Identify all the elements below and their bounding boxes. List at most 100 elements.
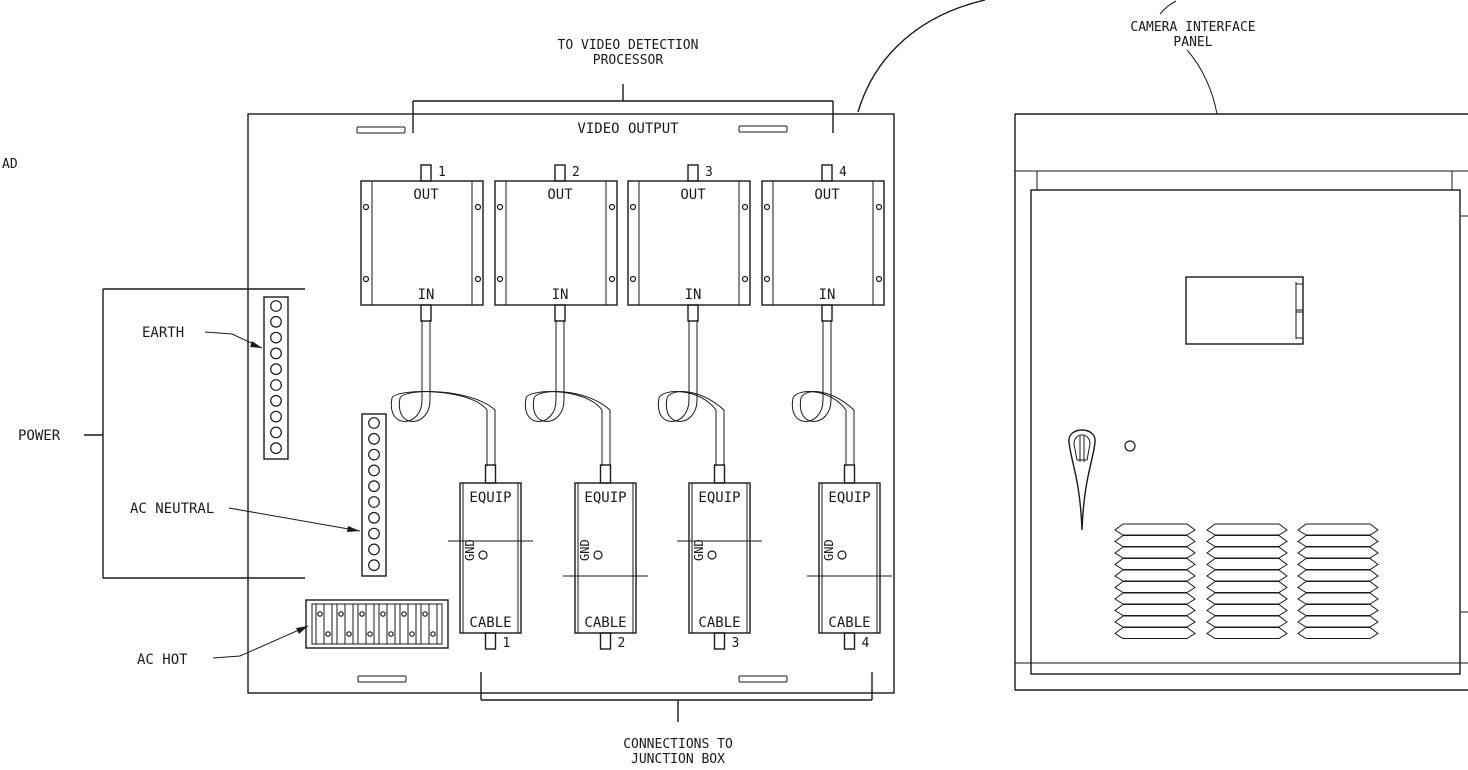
gnd-label: GND bbox=[822, 539, 836, 561]
louver-slat bbox=[1297, 604, 1379, 616]
earth-terminal bbox=[270, 426, 282, 439]
out-label: OUT bbox=[413, 187, 439, 203]
louver-slat bbox=[1297, 581, 1379, 593]
hot-screw bbox=[430, 631, 436, 637]
louver-slat bbox=[1297, 592, 1379, 605]
surge-number: 4 bbox=[862, 636, 870, 651]
louver-slat bbox=[1297, 546, 1379, 559]
louver-group bbox=[1297, 523, 1379, 639]
ac-hot-arrow bbox=[296, 626, 308, 634]
neutral-arrow bbox=[347, 526, 360, 532]
cable-label: CABLE bbox=[584, 615, 626, 631]
ac-hot-terminal-strip bbox=[305, 599, 449, 649]
earth-terminal bbox=[270, 379, 282, 391]
module-number: 2 bbox=[572, 165, 580, 180]
earth-terminal bbox=[270, 410, 282, 423]
camera-panel-label-line1: CAMERA INTERFACE bbox=[1130, 20, 1255, 35]
louver-slat bbox=[1206, 627, 1288, 639]
louver-slat bbox=[1206, 535, 1288, 547]
neutral-bus-bar bbox=[361, 413, 387, 577]
louver-slat bbox=[1297, 535, 1379, 547]
louver-slat bbox=[1206, 569, 1288, 582]
gnd-label: GND bbox=[463, 539, 477, 561]
earth-arrow bbox=[250, 341, 262, 348]
earth-terminal bbox=[270, 331, 282, 344]
louver-slat bbox=[1114, 604, 1196, 616]
mounting-screw bbox=[362, 275, 370, 283]
video-output-label: VIDEO OUTPUT bbox=[577, 121, 679, 137]
mounting-screw bbox=[875, 203, 883, 211]
mounting-screw bbox=[608, 275, 616, 283]
cable-strand bbox=[791, 320, 847, 466]
hot-screw bbox=[388, 631, 394, 637]
ac-neutral-label: AC NEUTRAL bbox=[130, 501, 214, 517]
louver-slat bbox=[1297, 615, 1379, 628]
hot-screw bbox=[359, 611, 365, 617]
louver-slat bbox=[1206, 558, 1288, 570]
cable-connector bbox=[843, 632, 856, 650]
equip-connector bbox=[843, 464, 856, 484]
cabinet-door bbox=[1030, 189, 1461, 675]
ground-screw bbox=[593, 550, 603, 560]
camera-panel-label-line2: PANEL bbox=[1173, 35, 1212, 50]
mounting-screw bbox=[875, 275, 883, 283]
earth-terminals bbox=[270, 300, 282, 455]
mounting-slot bbox=[738, 675, 788, 683]
in-label: IN bbox=[819, 287, 836, 303]
cable-strand bbox=[665, 320, 725, 466]
louver-slat bbox=[1297, 523, 1379, 536]
mounting-screw bbox=[763, 275, 771, 283]
cable-strand bbox=[799, 320, 855, 466]
louver-slat bbox=[1297, 558, 1379, 570]
junction-label-line2: JUNCTION BOX bbox=[631, 752, 725, 767]
hot-screw bbox=[346, 631, 352, 637]
out-connector bbox=[687, 164, 699, 182]
door-lock-hole bbox=[1124, 440, 1136, 452]
neutral-terminal bbox=[368, 496, 380, 508]
cut-off-label: AD bbox=[2, 157, 18, 172]
mounting-screw bbox=[763, 203, 771, 211]
surge-number: 1 bbox=[503, 636, 511, 651]
in-connector bbox=[554, 304, 566, 322]
in-connector bbox=[420, 304, 432, 322]
earth-label: EARTH bbox=[142, 325, 184, 341]
ac-hot-leader bbox=[212, 625, 309, 659]
cabinet bbox=[1014, 113, 1468, 691]
cabinet-window bbox=[1185, 276, 1304, 345]
earth-bus-bar bbox=[263, 296, 289, 460]
power-label: POWER bbox=[18, 428, 61, 444]
cable-label: CABLE bbox=[469, 615, 511, 631]
out-connector bbox=[420, 164, 432, 182]
mounting-screw bbox=[608, 203, 616, 211]
mounting-screw bbox=[474, 203, 482, 211]
cable-strand bbox=[390, 320, 488, 466]
louver-slat bbox=[1206, 615, 1288, 628]
gnd-label: GND bbox=[692, 539, 706, 561]
coax-cable-1 bbox=[390, 320, 496, 466]
neutral-terminals bbox=[368, 417, 380, 572]
louver-slat bbox=[1297, 627, 1379, 639]
ac-hot-label: AC HOT bbox=[137, 652, 188, 668]
mounting-screw bbox=[741, 203, 749, 211]
neutral-terminal bbox=[368, 527, 380, 540]
neutral-terminal bbox=[368, 511, 380, 524]
cable-strand bbox=[657, 320, 717, 466]
hot-screw bbox=[317, 611, 323, 617]
earth-terminal bbox=[270, 315, 282, 328]
ground-screw bbox=[837, 550, 847, 560]
cable-strand bbox=[524, 320, 603, 466]
coax-cable-4 bbox=[791, 320, 855, 466]
in-label: IN bbox=[685, 287, 702, 303]
hot-screw bbox=[401, 611, 407, 617]
louver-slat bbox=[1114, 569, 1196, 582]
equip-connector bbox=[484, 464, 497, 484]
module-number: 1 bbox=[438, 165, 446, 180]
neutral-terminal bbox=[368, 543, 380, 556]
